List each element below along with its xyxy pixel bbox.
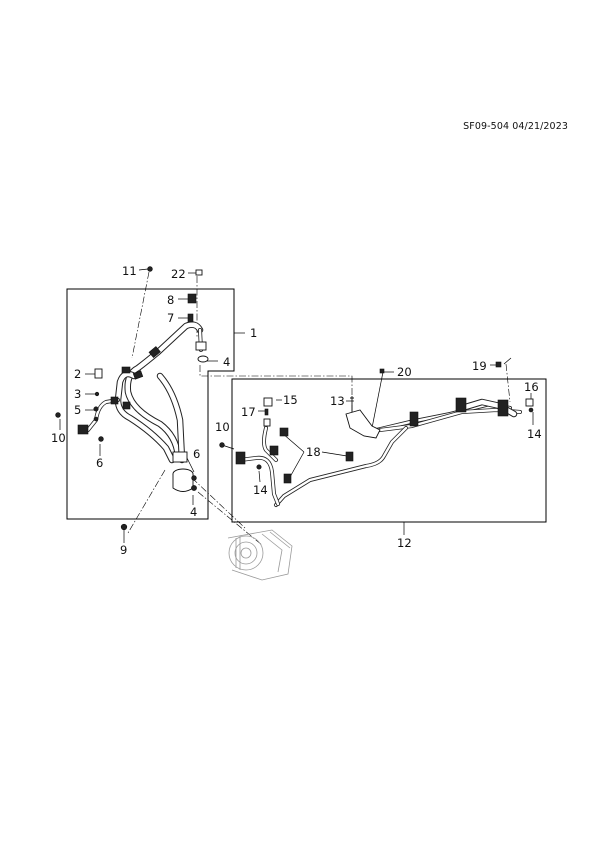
callout-10-right: 10 [215, 420, 230, 434]
callout-5: 5 [74, 403, 81, 417]
callout-16: 16 [524, 380, 539, 394]
callout-15: 15 [283, 393, 298, 407]
callout-22: 22 [171, 267, 186, 281]
compressor-reference-ghost [227, 529, 293, 581]
callout-17: 17 [241, 405, 256, 419]
callout-19: 19 [472, 359, 487, 373]
callout-2: 2 [74, 367, 81, 381]
callout-12: 12 [397, 536, 412, 550]
alignment-lines [127, 271, 511, 546]
callout-18: 18 [306, 445, 321, 459]
pipe-assembly-12 [235, 397, 522, 507]
callout-7: 7 [167, 311, 174, 325]
callout-13: 13 [330, 394, 345, 408]
callout-4-upper: 4 [223, 355, 230, 369]
callout-14-left: 14 [253, 483, 268, 497]
hose-assembly-1 [77, 321, 207, 492]
callout-11: 11 [122, 264, 137, 278]
callout-1: 1 [250, 326, 257, 340]
group-box-1 [66, 288, 235, 520]
fasteners [55, 266, 534, 531]
leader-lines [59, 268, 534, 543]
callout-14-right: 14 [527, 427, 542, 441]
callout-3: 3 [74, 387, 81, 401]
callout-4-lower: 4 [190, 505, 197, 519]
group-box-12 [231, 378, 547, 523]
callout-labels: 11 22 8 7 1 4 2 3 5 10 6 6 4 9 10 14 17 … [51, 264, 542, 557]
callout-9: 9 [120, 543, 127, 557]
document-code: SF09-504 04/21/2023 [463, 121, 568, 132]
callout-8: 8 [167, 293, 174, 307]
callout-6-right: 6 [193, 447, 200, 461]
callout-6-left: 6 [96, 456, 103, 470]
callout-10-left: 10 [51, 431, 66, 445]
callout-20: 20 [397, 365, 412, 379]
